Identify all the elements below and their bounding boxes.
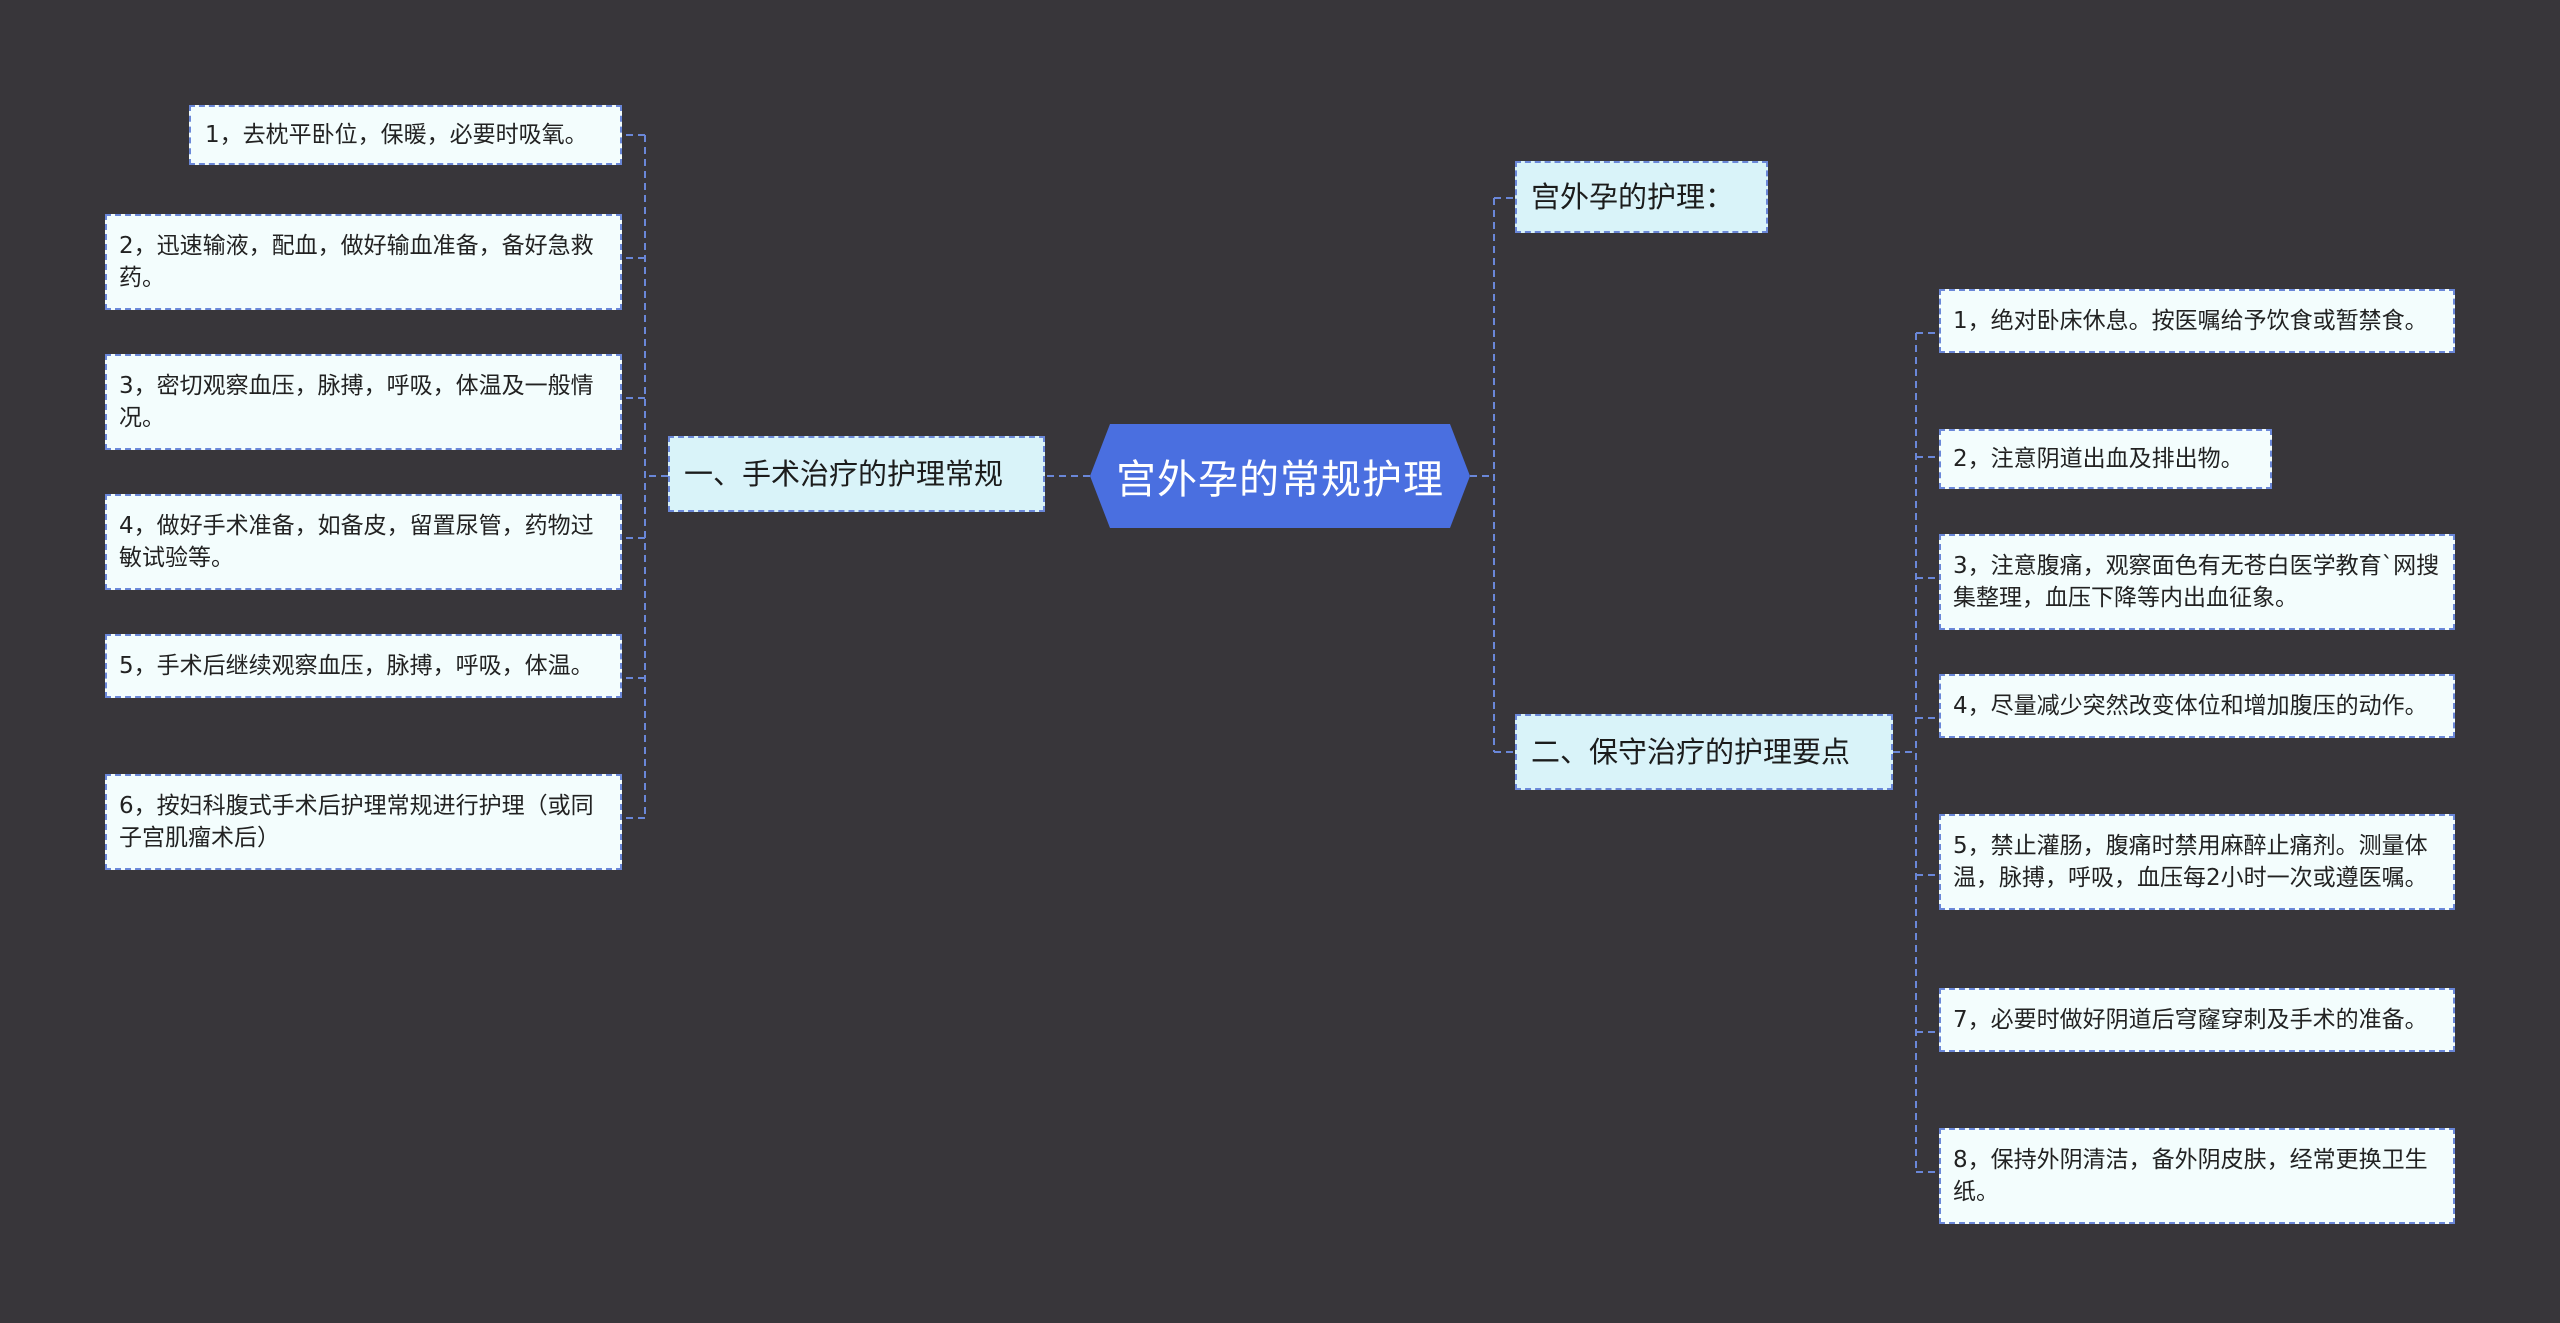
branch-conservative-care-label: 二、保守治疗的护理要点 [1531,735,1851,769]
leaf-label: 1，绝对卧床休息。按医嘱给予饮食或暂禁食。 [1953,308,2428,334]
leaf-surgical-1[interactable]: 1，去枕平卧位，保暖，必要时吸氧。 [189,105,622,165]
branch-ectopic-care-label: 宫外孕的护理： [1531,180,1735,214]
leaf-conservative-8[interactable]: 8，保持外阴清洁，备外阴皮肤，经常更换卫生纸。 [1939,1128,2455,1224]
leaf-label: 4，做好手术准备，如备皮，留置尿管，药物过敏试验等。 [119,513,594,571]
leaf-label: 2，注意阴道出血及排出物。 [1953,446,2244,472]
leaf-label: 5，禁止灌肠，腹痛时禁用麻醉止痛剂。测量体温，脉搏，呼吸，血压每2小时一次或遵医… [1953,833,2428,891]
root-topic[interactable]: 宫外孕的常规护理 [1090,424,1470,528]
leaf-surgical-4[interactable]: 4，做好手术准备，如备皮，留置尿管，药物过敏试验等。 [105,494,622,590]
leaf-surgical-3[interactable]: 3，密切观察血压，脉搏，呼吸，体温及一般情况。 [105,354,622,450]
branch-surgical-care-label: 一、手术治疗的护理常规 [684,457,1004,491]
leaf-surgical-6[interactable]: 6，按妇科腹式手术后护理常规进行护理（或同子宫肌瘤术后） [105,774,622,870]
leaf-label: 8，保持外阴清洁，备外阴皮肤，经常更换卫生纸。 [1953,1147,2428,1205]
leaf-label: 4，尽量减少突然改变体位和增加腹压的动作。 [1953,693,2428,719]
leaf-conservative-3[interactable]: 3，注意腹痛，观察面色有无苍白医学教育`网搜集整理，血压下降等内出血征象。 [1939,534,2455,630]
leaf-conservative-5[interactable]: 5，禁止灌肠，腹痛时禁用麻醉止痛剂。测量体温，脉搏，呼吸，血压每2小时一次或遵医… [1939,814,2455,910]
leaf-label: 2，迅速输液，配血，做好输血准备，备好急救药。 [119,233,594,291]
leaf-label: 3，密切观察血压，脉搏，呼吸，体温及一般情况。 [119,373,594,431]
branch-ectopic-care[interactable]: 宫外孕的护理： [1515,161,1768,233]
root-topic-label: 宫外孕的常规护理 [1116,457,1444,503]
leaf-conservative-2[interactable]: 2，注意阴道出血及排出物。 [1939,429,2272,489]
leaf-conservative-7[interactable]: 7，必要时做好阴道后穹窿穿刺及手术的准备。 [1939,988,2455,1052]
branch-conservative-care[interactable]: 二、保守治疗的护理要点 [1515,714,1893,790]
leaf-label: 7，必要时做好阴道后穹窿穿刺及手术的准备。 [1953,1007,2428,1033]
leaf-surgical-5[interactable]: 5，手术后继续观察血压，脉搏，呼吸，体温。 [105,634,622,698]
branch-surgical-care[interactable]: 一、手术治疗的护理常规 [668,436,1045,512]
leaf-surgical-2[interactable]: 2，迅速输液，配血，做好输血准备，备好急救药。 [105,214,622,310]
leaf-label: 1，去枕平卧位，保暖，必要时吸氧。 [205,122,588,148]
leaf-conservative-4[interactable]: 4，尽量减少突然改变体位和增加腹压的动作。 [1939,674,2455,738]
leaf-label: 6，按妇科腹式手术后护理常规进行护理（或同子宫肌瘤术后） [119,793,594,851]
leaf-label: 3，注意腹痛，观察面色有无苍白医学教育`网搜集整理，血压下降等内出血征象。 [1953,553,2440,611]
leaf-conservative-1[interactable]: 1，绝对卧床休息。按医嘱给予饮食或暂禁食。 [1939,289,2455,353]
leaf-label: 5，手术后继续观察血压，脉搏，呼吸，体温。 [119,653,594,679]
